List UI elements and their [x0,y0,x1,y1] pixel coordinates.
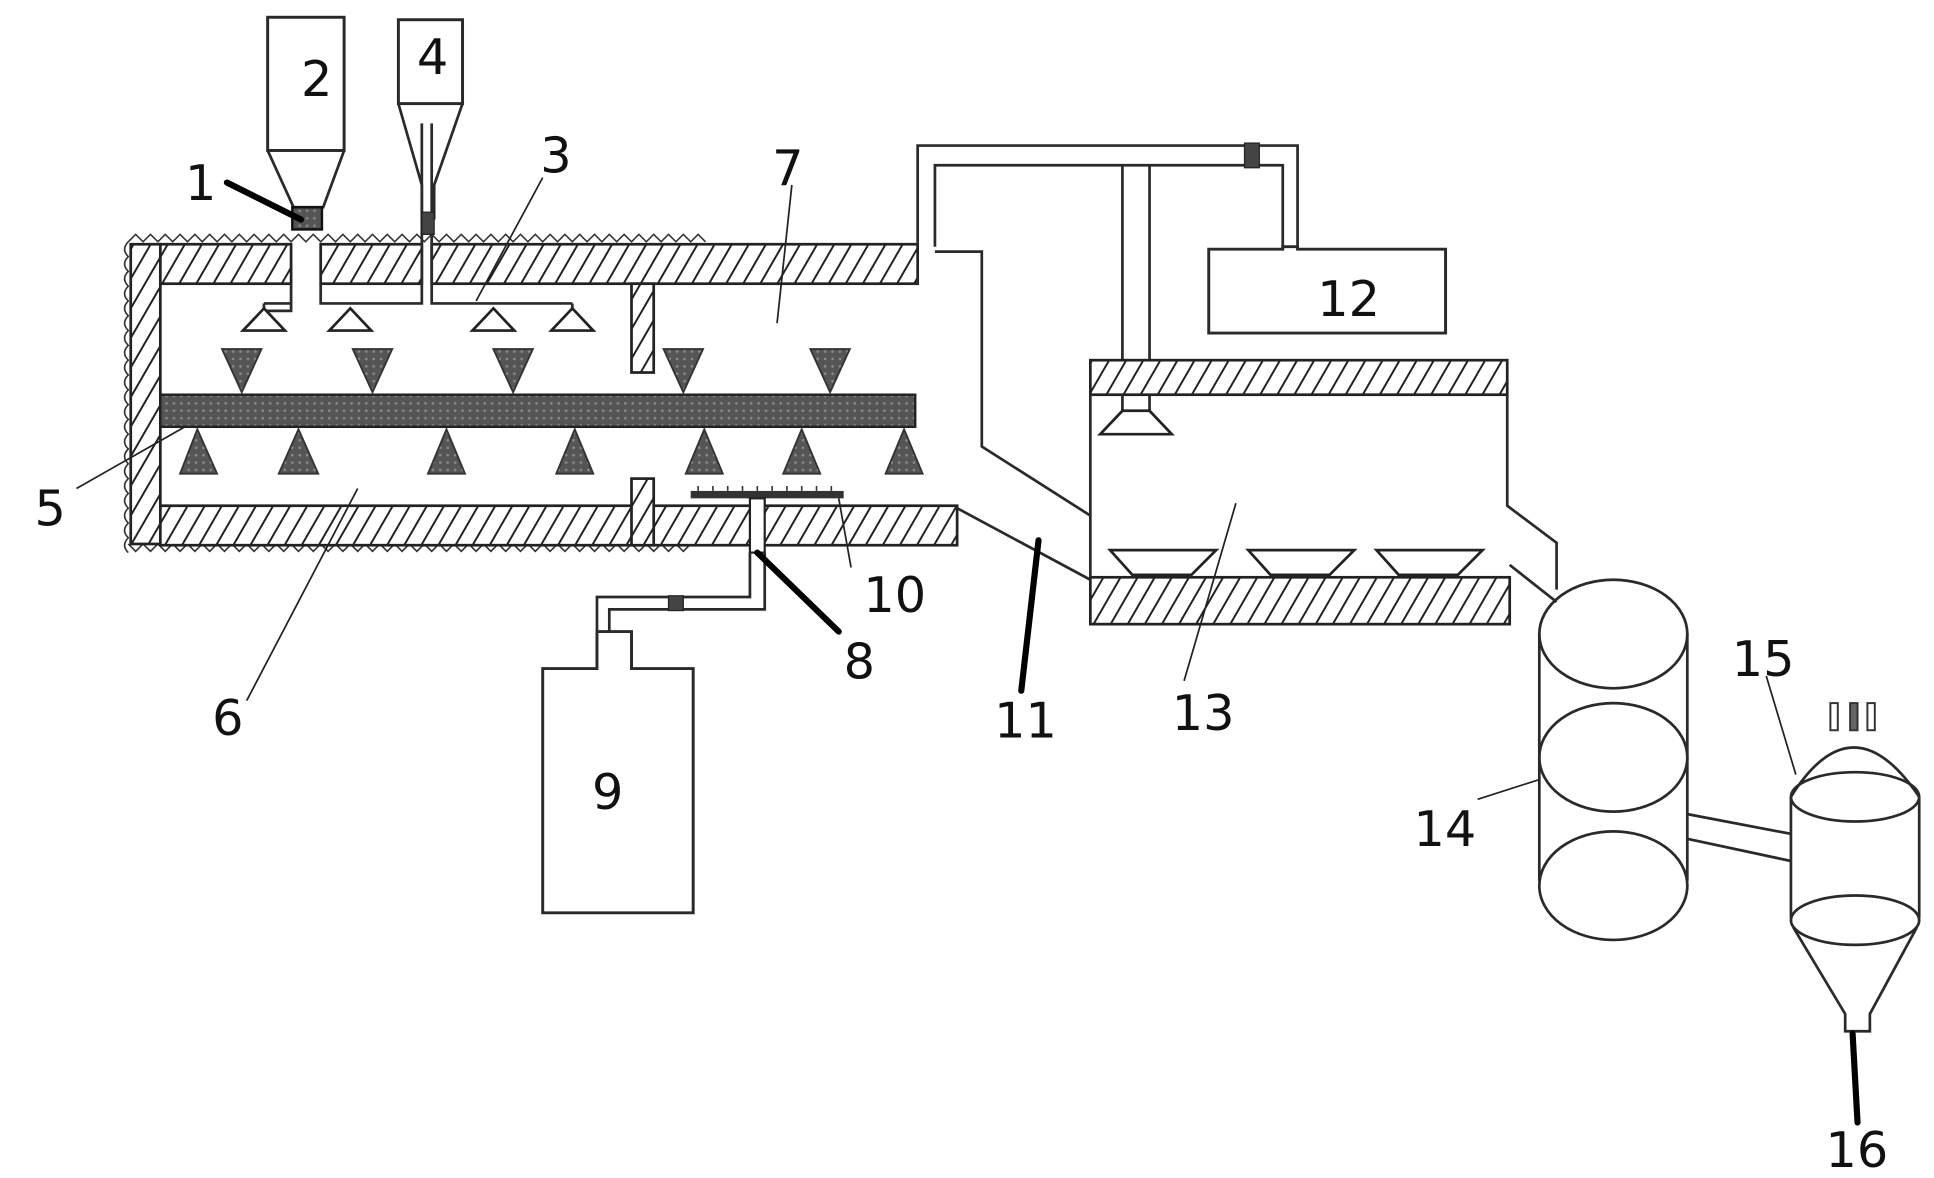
heater-cone [222,349,261,392]
leader-14 [1478,780,1540,800]
gas-inlet-pipe [750,498,765,552]
tray [1110,550,1216,575]
partition-lower [632,479,654,546]
leader-11 [1021,540,1038,690]
furnace-wall-top-a [160,244,291,283]
label-14: 14 [1413,800,1476,858]
heater-cone [810,349,849,392]
tray [1248,550,1354,575]
labels: 1 2 3 4 5 6 7 8 9 10 11 12 13 14 15 16 [35,28,1889,1178]
hopper-2 [268,17,344,229]
leader-16 [1853,1034,1858,1123]
furnace-wall-bottom [160,506,957,545]
heater-cone [783,429,820,473]
tray [1376,550,1482,575]
label-5: 5 [35,479,66,537]
cyclone-separator [1791,703,1919,1031]
label-1: 1 [185,154,216,212]
nozzle [329,308,371,330]
leader-8 [757,553,838,632]
label-13: 13 [1172,684,1235,742]
label-6: 6 [212,689,243,747]
insulation-top [128,234,705,241]
furnace-wall-left [131,244,161,544]
label-4: 4 [417,28,448,86]
furnace-wall-top-b [321,244,422,283]
heater-cone [428,429,465,473]
gas-cylinder [543,553,765,913]
furnace [125,123,958,552]
label-7: 7 [772,139,803,197]
label-16: 16 [1825,1121,1888,1178]
label-12: 12 [1317,270,1380,328]
condensation-chamber [1090,360,1556,624]
lower-heaters [180,429,923,473]
heater-cone [493,349,532,392]
label-15: 15 [1732,630,1795,688]
heater-cone [556,429,593,473]
label-2: 2 [301,50,332,108]
label-9: 9 [592,763,623,821]
leader-15 [1766,676,1796,775]
label-10: 10 [863,566,926,624]
heater-cone [279,429,318,473]
conveyor-belt [160,395,915,427]
insulation-left [125,242,129,553]
heater-cone [664,349,703,392]
label-8: 8 [844,632,875,690]
partition-upper [632,284,654,373]
label-11: 11 [994,692,1057,750]
nozzle [472,308,514,330]
heater-cone [353,349,392,392]
upper-heaters [222,349,850,392]
heater-cone [886,429,923,473]
gas-distribution-plate [691,491,844,498]
valve-4 [422,212,434,234]
furnace-wall-top-c [432,244,918,283]
label-3: 3 [540,127,571,185]
nozzle [551,308,593,330]
heater-cone [686,429,723,473]
heater-cone [180,429,217,473]
